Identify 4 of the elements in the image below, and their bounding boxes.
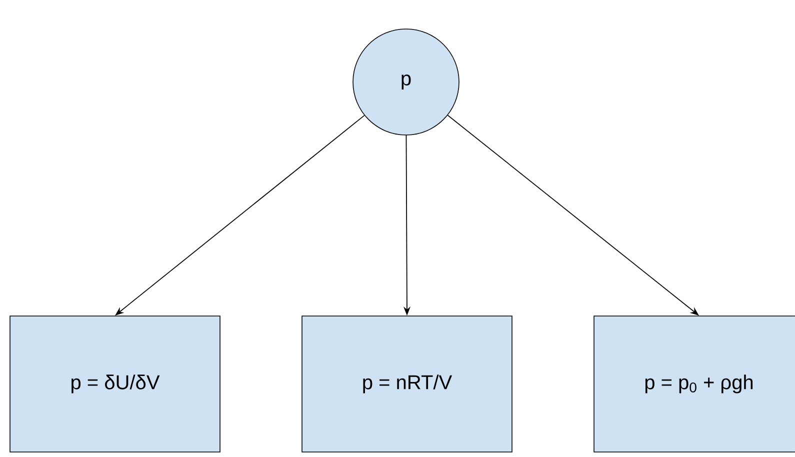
formula-box: p = nRT/V bbox=[302, 316, 512, 452]
circle-node: p bbox=[352, 28, 460, 136]
formula-box: p = δU/δV bbox=[10, 316, 220, 452]
formula-box: p = p$_{0}$ + ρgh bbox=[594, 316, 795, 452]
